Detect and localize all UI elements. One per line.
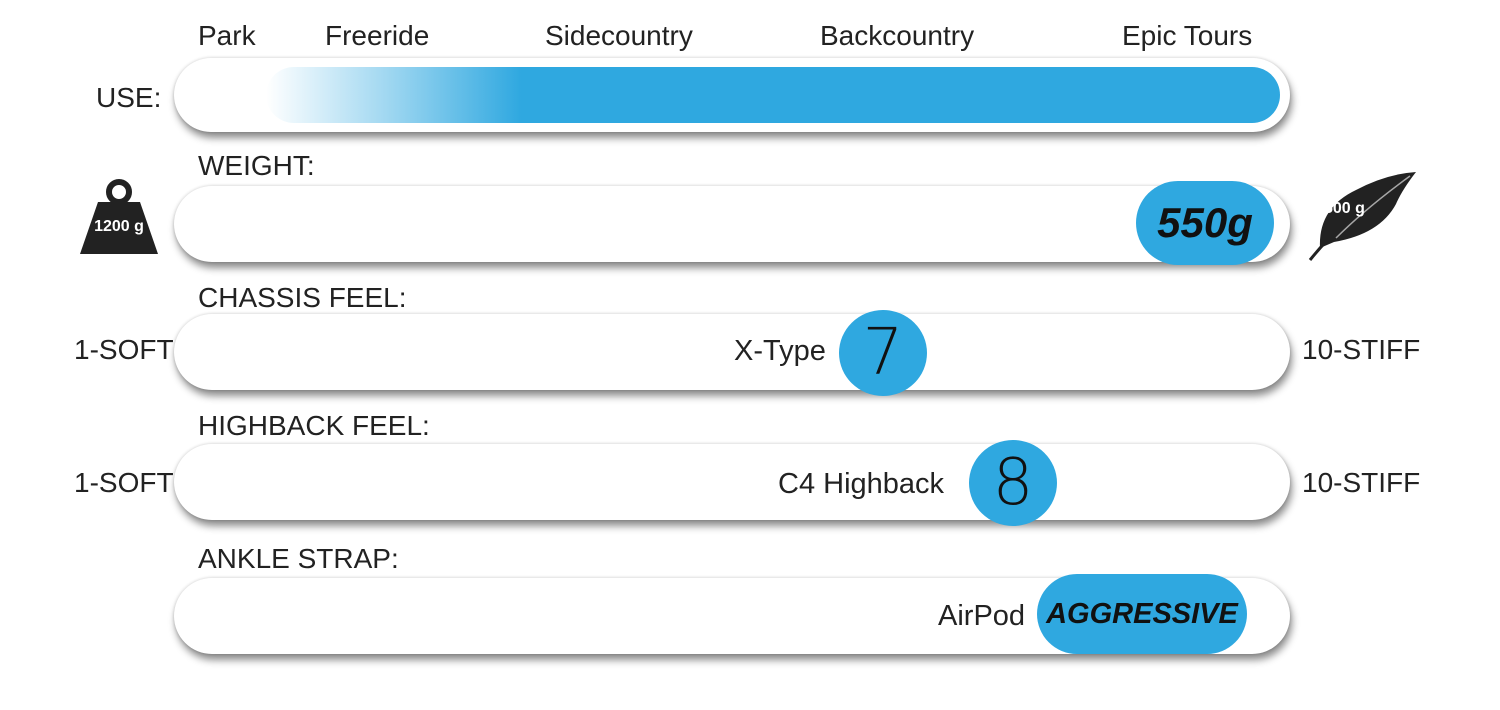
use-track [174,58,1290,132]
ankle-strap-value: AGGRESSIVE [1046,597,1238,630]
light-weight-text: 500 g [1324,200,1365,217]
weight-track [174,186,1290,262]
highback-track [174,444,1290,520]
highback-rating: 8 [992,446,1034,520]
weight-value-badge: 550g [1136,181,1274,265]
highback-rating-badge: 8 [969,440,1057,526]
use-category-backcountry: Backcountry [820,20,975,51]
chassis-model: X-Type [734,335,826,367]
chassis-rating-badge: 7 [839,310,927,396]
chassis-feel-label: CHASSIS FEEL: [198,282,407,313]
chassis-stiff-label: 10-STIFF [1302,334,1421,365]
ankle-strap-model: AirPod [938,600,1026,632]
chassis-track [174,314,1290,390]
highback-feel-label: HIGHBACK FEEL: [198,410,430,441]
highback-model: C4 Highback [778,468,945,500]
chassis-rating: 7 [862,316,904,390]
highback-soft-label: 1-SOFT [74,467,174,498]
use-category-freeride: Freeride [325,20,430,51]
chassis-soft-label: 1-SOFT [74,334,174,365]
use-label: USE: [96,82,162,113]
use-range-bar [266,67,1280,123]
use-category-epic-tours: Epic Tours [1122,20,1253,51]
feather-weight-icon: 500 g [1306,168,1420,264]
weight-label: WEIGHT: [198,150,315,181]
weight-value: 550g [1157,199,1253,246]
heavy-weight-text: 1200 g [94,218,144,235]
highback-stiff-label: 10-STIFF [1302,467,1421,498]
kettlebell-weight-icon: 1200 g [76,178,162,256]
ankle-strap-label: ANKLE STRAP: [198,543,399,574]
use-category-sidecountry: Sidecountry [545,20,693,51]
use-category-park: Park [198,20,256,51]
ankle-strap-value-badge: AGGRESSIVE [1037,574,1247,654]
